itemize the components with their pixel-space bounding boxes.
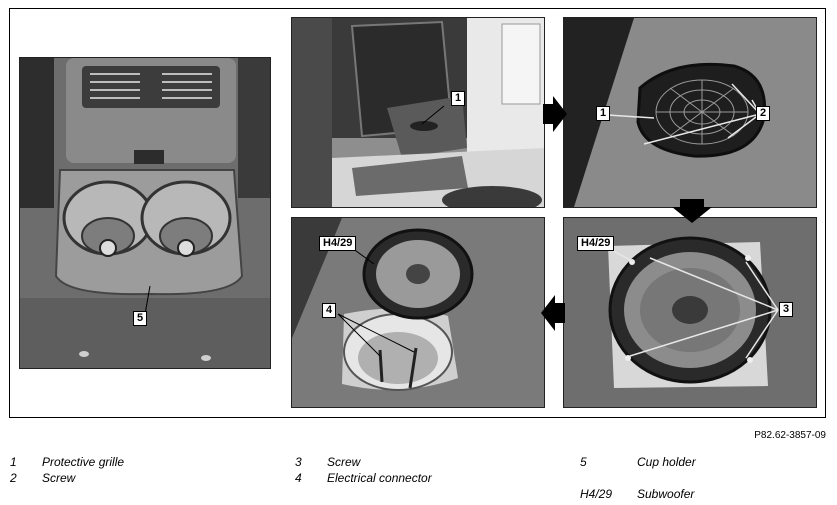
callout-4-electrical-connector: 4 — [322, 303, 337, 318]
legend-number: 1 — [10, 455, 17, 469]
callout-5-cup-holder: 5 — [133, 311, 148, 326]
legend-col-3: 5 Cup holder H4/29 Subwoofer — [580, 454, 820, 502]
legend-item: 4 Electrical connector — [295, 470, 555, 486]
legend-text: Screw — [327, 455, 361, 469]
arrow-right-icon — [543, 96, 567, 132]
photo-interior — [291, 17, 545, 208]
legend-item: 1 Protective grille — [10, 454, 270, 470]
legend-number: 3 — [295, 455, 302, 469]
legend-col-2: 3 Screw 4 Electrical connector — [295, 454, 555, 486]
legend-number: H4/29 — [580, 487, 613, 501]
legend-item: 3 Screw — [295, 454, 555, 470]
callout-3-screw: 3 — [779, 302, 794, 317]
legend-text: Subwoofer — [637, 487, 695, 501]
photo-protective-grille — [563, 17, 817, 208]
arrow-left-icon — [541, 295, 565, 331]
legend-text: Electrical connector — [327, 471, 432, 485]
figure-reference: P82.62-3857-09 — [754, 430, 826, 441]
callout-h4-29-exposed: H4/29 — [577, 236, 615, 251]
legend-item: 5 Cup holder — [580, 454, 820, 470]
legend-item: H4/29 Subwoofer — [580, 486, 820, 502]
figure-frame — [9, 8, 826, 418]
legend-number: 4 — [295, 471, 302, 485]
legend-number: 5 — [580, 455, 587, 469]
callout-1-grille: 1 — [596, 106, 611, 121]
legend-col-1: 1 Protective grille 2 Screw — [10, 454, 270, 486]
arrow-down-icon — [672, 199, 712, 223]
legend-item: 2 Screw — [10, 470, 270, 486]
callout-1-interior: 1 — [451, 91, 466, 106]
legend-text: Screw — [42, 471, 76, 485]
legend-text: Protective grille — [42, 455, 125, 469]
callout-h4-29-removed: H4/29 — [319, 236, 357, 251]
legend-text: Cup holder — [637, 455, 696, 469]
legend-spacer — [580, 470, 820, 486]
callout-2-screw: 2 — [756, 106, 771, 121]
legend-number: 2 — [10, 471, 17, 485]
